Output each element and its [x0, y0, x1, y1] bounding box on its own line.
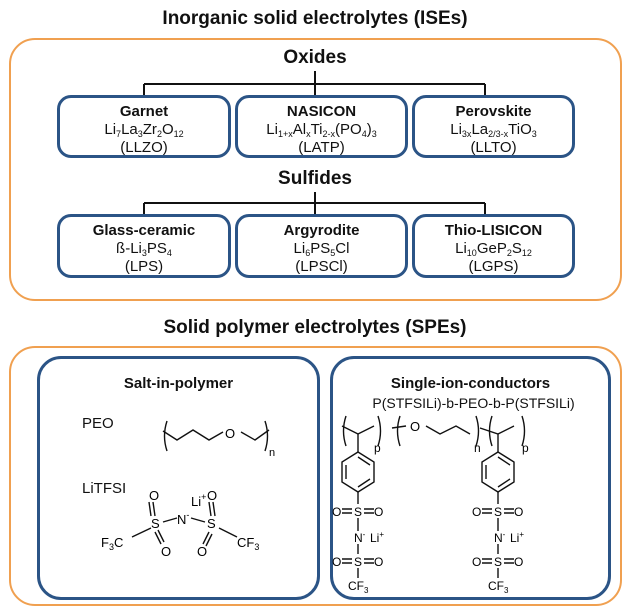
card-name: Argyrodite	[283, 222, 360, 239]
sulfides-title: Sulfides	[278, 168, 352, 189]
card-name: Glass-ceramic	[92, 222, 196, 239]
card-glass-ceramic: Glass-ceramic ß-Li3PS4 (LPS)	[57, 214, 231, 278]
spe-section-title: Solid polymer electrolytes (SPEs)	[163, 317, 467, 338]
peo-oxygen: O	[225, 426, 235, 441]
svg-text:O: O	[332, 505, 341, 519]
tfsi-n: N-	[177, 510, 189, 527]
card-abbr: (LLZO)	[120, 139, 168, 156]
ise-section-title: Inorganic solid electrolytes (ISEs)	[162, 8, 468, 29]
tfsi-s2: S	[207, 516, 216, 531]
svg-text:S: S	[354, 505, 362, 519]
oxides-title: Oxides	[283, 47, 347, 68]
card-formula: Li10GeP2S12	[455, 240, 532, 258]
svg-text:S: S	[494, 555, 502, 569]
ise-outer-box	[9, 38, 622, 301]
card-abbr: (LPS)	[124, 258, 164, 275]
card-abbr: (LLTO)	[470, 139, 517, 156]
panel-title: Single-ion-conductors	[390, 375, 551, 392]
card-abbr: (LPSCl)	[295, 258, 348, 275]
card-garnet: Garnet Li7La3Zr2O12 (LLZO)	[57, 95, 231, 158]
card-formula: Li7La3Zr2O12	[104, 121, 184, 139]
svg-text:CF3: CF3	[488, 579, 509, 593]
salt-in-polymer-panel: Salt-in-polymer PEO LiTFSI	[37, 356, 320, 600]
card-formula: ß-Li3PS4	[116, 240, 172, 258]
svg-text:O: O	[472, 555, 481, 569]
subscript-p-left: p	[374, 441, 381, 455]
card-formula: Li1+xAlxTi2-x(PO4)3	[266, 121, 377, 139]
single-ion-panel: Single-ion-conductors P(STFSILi)-b-PEO-b…	[330, 356, 611, 600]
tfsi-o4: O	[197, 544, 207, 559]
tfsi-structure	[131, 501, 238, 547]
card-abbr: (LATP)	[298, 139, 345, 156]
svg-text:O: O	[514, 505, 523, 519]
tfsi-cf3-left: F3C	[101, 535, 123, 552]
svg-text:N-: N-	[494, 530, 506, 545]
card-perovskite: Perovskite Li3xLa2/3-xTiO3 (LLTO)	[412, 95, 575, 158]
svg-text:O: O	[374, 555, 383, 569]
card-formula: Li3xLa2/3-xTiO3	[450, 121, 537, 139]
tfsi-o1: O	[149, 488, 159, 503]
svg-text:O: O	[472, 505, 481, 519]
peo-structure	[162, 420, 270, 452]
svg-text:CF3: CF3	[348, 579, 369, 593]
card-argyrodite: Argyrodite Li6PS5Cl (LPSCl)	[235, 214, 408, 278]
svg-text:N-: N-	[354, 530, 366, 545]
tfsi-o2: O	[207, 488, 217, 503]
svg-text:Li+: Li+	[510, 530, 524, 545]
svg-text:O: O	[332, 555, 341, 569]
card-nasicon: NASICON Li1+xAlxTi2-x(PO4)3 (LATP)	[235, 95, 408, 158]
card-formula: Li6PS5Cl	[293, 240, 350, 258]
card-name: Thio-LISICON	[444, 222, 543, 239]
ise-connectors	[143, 71, 486, 214]
card-name: Garnet	[119, 103, 169, 120]
svg-text:S: S	[494, 505, 502, 519]
peo-subscript-n: n	[269, 447, 275, 459]
svg-text:Li+: Li+	[370, 530, 384, 545]
tfsi-cf3-right: CF3	[237, 535, 259, 552]
panel-title: Salt-in-polymer	[123, 375, 234, 392]
svg-text:O: O	[374, 505, 383, 519]
card-thio-lisicon: Thio-LISICON Li10GeP2S12 (LGPS)	[412, 214, 575, 278]
polymer-label: P(STFSILi)-b-PEO-b-P(STFSILi)	[372, 395, 575, 411]
peo-label: PEO	[82, 415, 114, 432]
tfsi-o3: O	[161, 544, 171, 559]
card-name: NASICON	[286, 103, 357, 120]
tfsi-s1: S	[151, 516, 160, 531]
li-ion: Li+	[191, 492, 206, 509]
subscript-p-right: p	[522, 441, 529, 455]
peo-oxygen-right: O	[410, 419, 420, 434]
litfsi-label: LiTFSI	[82, 480, 127, 497]
salt-structures: O n Li+ O O S N- S O O F3C CF3	[101, 420, 275, 559]
svg-text:O: O	[514, 555, 523, 569]
subscript-n-right: n	[474, 441, 481, 455]
card-abbr: (LGPS)	[468, 258, 519, 275]
svg-text:S: S	[354, 555, 362, 569]
card-name: Perovskite	[455, 103, 532, 120]
